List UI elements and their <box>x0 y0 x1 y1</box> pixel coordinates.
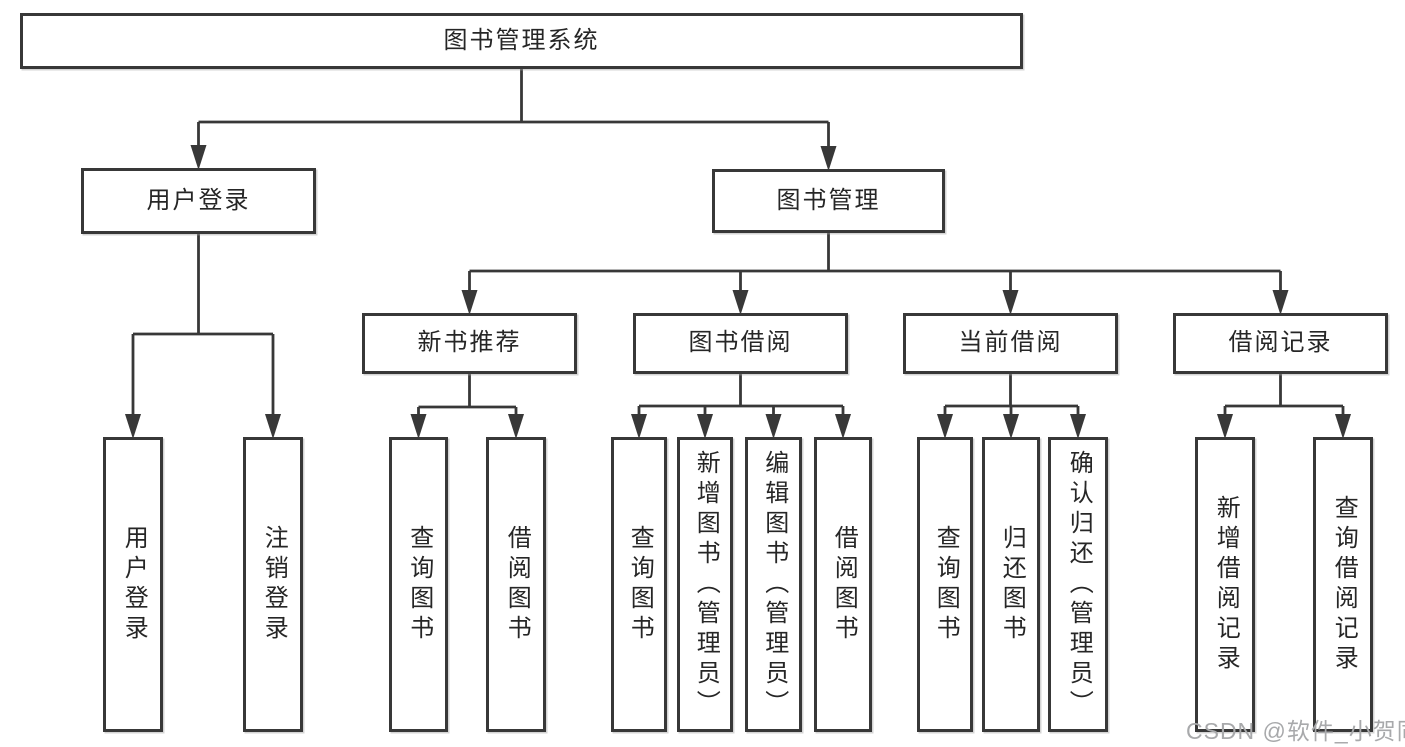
node-label-new-book-recommend: 新书推荐 <box>417 329 522 357</box>
arrowhead-icon <box>410 414 427 439</box>
arrowhead-icon <box>820 146 837 171</box>
node-label-borrowing-query-books: 查询图书 <box>626 524 654 645</box>
arrowhead-icon <box>631 414 647 439</box>
node-label-records-query-record: 查询借阅记录 <box>1330 494 1358 675</box>
node-book-borrowing: 图书借阅 <box>633 313 848 374</box>
node-recommend-query-books: 查询图书 <box>389 437 448 732</box>
arrowhead-icon <box>697 414 713 439</box>
arrowhead-icon <box>1002 290 1019 315</box>
node-user-login: 用户登录 <box>103 437 163 732</box>
node-label-current-query-books: 查询图书 <box>932 524 960 645</box>
node-records-query-record: 查询借阅记录 <box>1313 437 1373 732</box>
node-label-current-return-books: 归还图书 <box>998 524 1026 645</box>
node-system-title: 图书管理系统 <box>20 13 1023 69</box>
node-label-current-borrowing: 当前借阅 <box>958 329 1063 357</box>
node-logout: 注销登录 <box>243 437 303 732</box>
node-borrowing-add-books: 新增图书（管理员） <box>677 437 733 732</box>
node-label-system-title: 图书管理系统 <box>443 26 600 54</box>
arrowhead-icon <box>1217 414 1233 439</box>
arrowhead-icon <box>461 290 478 315</box>
node-label-current-confirm-return: 确认归还（管理员） <box>1065 449 1093 720</box>
arrowhead-icon <box>1070 414 1086 439</box>
node-borrowing-query-books: 查询图书 <box>611 437 667 732</box>
node-records-add-record: 新增借阅记录 <box>1195 437 1255 732</box>
arrowhead-icon <box>1272 290 1289 315</box>
arrowhead-icon <box>937 414 953 439</box>
node-book-management: 图书管理 <box>712 169 945 233</box>
arrowhead-icon <box>508 414 524 439</box>
watermark-text: CSDN @软件_小贺同学 <box>1186 718 1405 744</box>
node-label-book-management: 图书管理 <box>776 186 881 214</box>
node-current-confirm-return: 确认归还（管理员） <box>1048 437 1108 732</box>
node-label-user-login-branch: 用户登录 <box>146 186 251 214</box>
node-label-user-login: 用户登录 <box>120 524 148 645</box>
node-label-recommend-borrow-books: 借阅图书 <box>503 524 531 645</box>
node-current-query-books: 查询图书 <box>917 437 973 732</box>
node-recommend-borrow-books: 借阅图书 <box>486 437 546 732</box>
node-current-borrowing: 当前借阅 <box>903 313 1118 374</box>
node-label-borrowing-borrow-books: 借阅图书 <box>830 524 858 645</box>
arrowhead-icon <box>1335 414 1351 439</box>
arrowhead-icon <box>265 414 281 439</box>
node-label-recommend-query-books: 查询图书 <box>405 524 433 645</box>
node-label-borrowing-edit-books: 编辑图书（管理员） <box>760 449 788 720</box>
node-label-borrowing-add-books: 新增图书（管理员） <box>692 449 720 720</box>
node-user-login-branch: 用户登录 <box>81 168 316 234</box>
node-current-return-books: 归还图书 <box>982 437 1040 732</box>
node-label-borrowing-records: 借阅记录 <box>1228 329 1333 357</box>
node-label-logout: 注销登录 <box>260 524 288 645</box>
arrowhead-icon <box>125 414 141 439</box>
arrowhead-icon <box>835 414 851 439</box>
node-borrowing-borrow-books: 借阅图书 <box>814 437 872 732</box>
arrowhead-icon <box>732 290 749 315</box>
node-label-book-borrowing: 图书借阅 <box>688 329 793 357</box>
node-label-records-add-record: 新增借阅记录 <box>1212 494 1240 675</box>
arrowhead-icon <box>1003 414 1019 439</box>
arrowhead-icon <box>765 414 782 439</box>
arrowhead-icon <box>190 145 207 170</box>
node-new-book-recommend: 新书推荐 <box>362 313 577 374</box>
node-borrowing-edit-books: 编辑图书（管理员） <box>745 437 802 732</box>
node-borrowing-records: 借阅记录 <box>1173 313 1388 374</box>
